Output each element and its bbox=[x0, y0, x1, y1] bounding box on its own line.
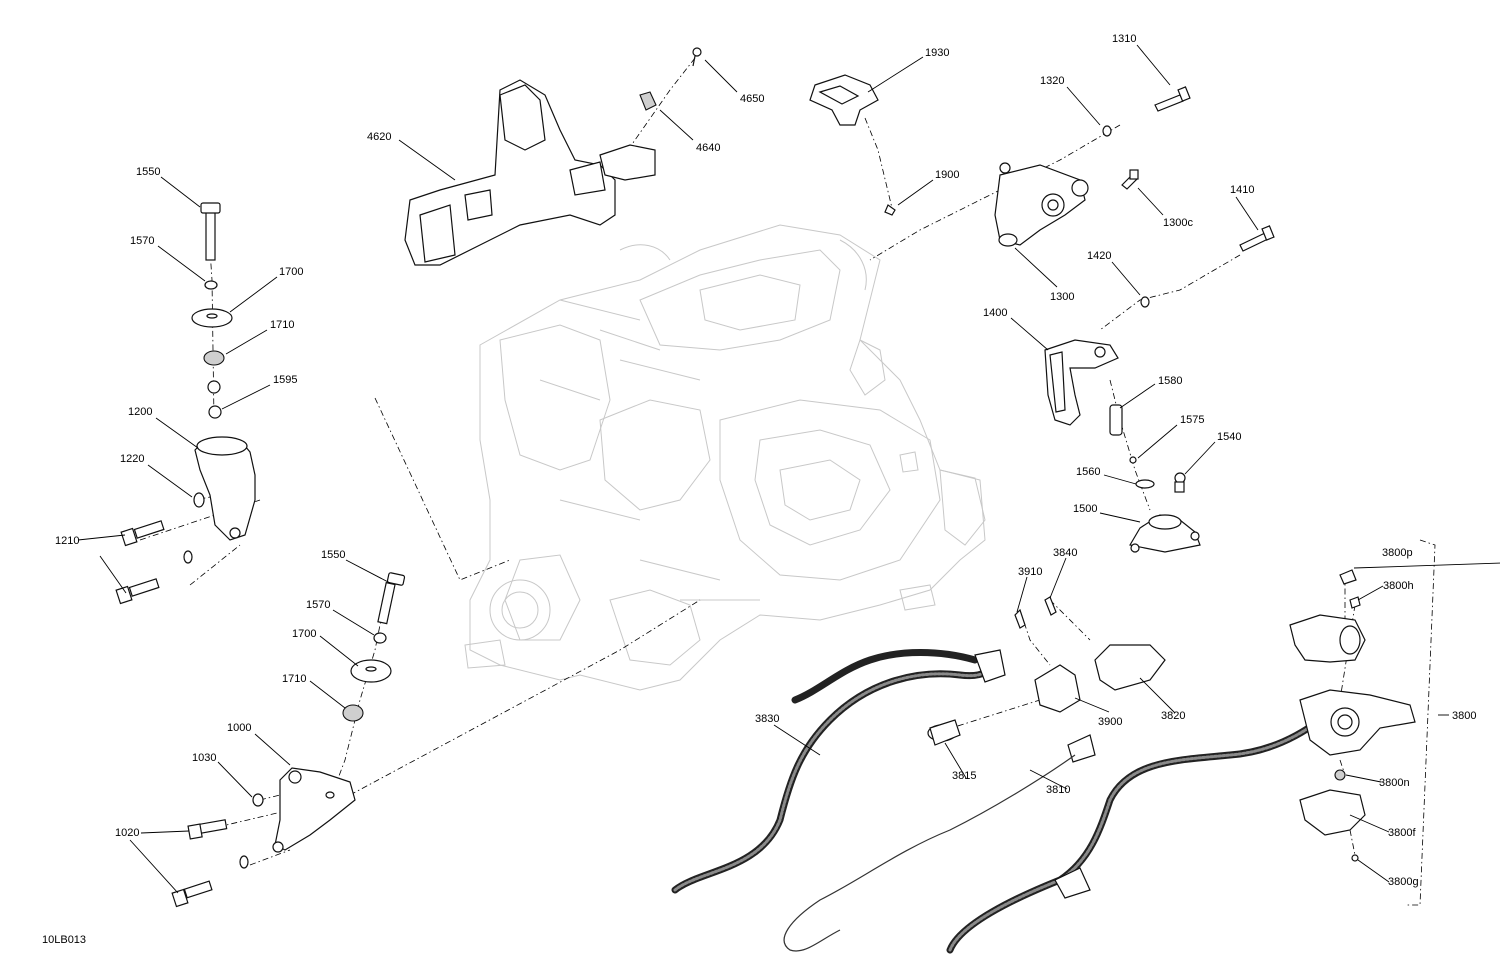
leader-lines bbox=[77, 44, 1500, 894]
callout-1400: 1400 bbox=[983, 307, 1007, 319]
figure-id-label: 10LB013 bbox=[42, 934, 87, 946]
harness-assembly bbox=[671, 569, 1416, 954]
callout-1210: 1210 bbox=[55, 535, 79, 547]
callout-3840: 3840 bbox=[1053, 547, 1077, 559]
callout-1410: 1410 bbox=[1230, 184, 1254, 196]
callout-1570-upper: 1570 bbox=[130, 235, 154, 247]
callout-3910: 3910 bbox=[1018, 566, 1042, 578]
callout-1595: 1595 bbox=[273, 374, 297, 386]
damper-1500 bbox=[1109, 404, 1201, 553]
callout-4620: 4620 bbox=[367, 131, 391, 143]
callout-1930: 1930 bbox=[925, 47, 949, 59]
lower-left-mount-stack bbox=[171, 572, 406, 908]
callout-labels: 4650 4640 4620 1930 1900 1310 1320 1300c… bbox=[55, 33, 1476, 888]
callout-1700-upper: 1700 bbox=[279, 266, 303, 278]
callout-3810: 3810 bbox=[1046, 784, 1070, 796]
callout-1300: 1300 bbox=[1050, 291, 1074, 303]
callout-1300c: 1300c bbox=[1163, 217, 1193, 229]
callout-1500: 1500 bbox=[1073, 503, 1097, 515]
engine-block-outline bbox=[464, 224, 986, 691]
callout-1710-upper: 1710 bbox=[270, 319, 294, 331]
callout-3800h: 3800h bbox=[1383, 580, 1414, 592]
callout-1560: 1560 bbox=[1076, 466, 1100, 478]
callout-1420: 1420 bbox=[1087, 250, 1111, 262]
callout-1550-upper: 1550 bbox=[136, 166, 160, 178]
callout-4650: 4650 bbox=[740, 93, 764, 105]
mount-1300 bbox=[994, 86, 1191, 247]
callout-1570-lower: 1570 bbox=[306, 599, 330, 611]
bracket-plate-1930 bbox=[809, 74, 896, 216]
callout-4640: 4640 bbox=[696, 142, 720, 154]
callout-1200: 1200 bbox=[128, 406, 152, 418]
callout-3800p: 3800p bbox=[1382, 547, 1413, 559]
callout-1540: 1540 bbox=[1217, 431, 1241, 443]
callout-1900: 1900 bbox=[935, 169, 959, 181]
callout-3820: 3820 bbox=[1161, 710, 1185, 722]
callout-3815: 3815 bbox=[952, 770, 976, 782]
callout-3830: 3830 bbox=[755, 713, 779, 725]
callout-1710-lower: 1710 bbox=[282, 673, 306, 685]
ecm-bracket-4620 bbox=[404, 47, 702, 266]
upper-left-mount-stack bbox=[115, 202, 256, 605]
callout-3800n: 3800n bbox=[1379, 777, 1410, 789]
callout-1700-lower: 1700 bbox=[292, 628, 316, 640]
callout-3800g: 3800g bbox=[1388, 876, 1419, 888]
callout-1575: 1575 bbox=[1180, 414, 1204, 426]
callout-1000: 1000 bbox=[227, 722, 251, 734]
callout-1580: 1580 bbox=[1158, 375, 1182, 387]
callout-3800f: 3800f bbox=[1388, 827, 1416, 839]
callout-1310: 1310 bbox=[1112, 33, 1136, 45]
callout-3900: 3900 bbox=[1098, 716, 1122, 728]
bracket-1400 bbox=[1044, 225, 1275, 426]
callout-1020: 1020 bbox=[115, 827, 139, 839]
callout-1550-lower: 1550 bbox=[321, 549, 345, 561]
callout-1220: 1220 bbox=[120, 453, 144, 465]
callout-1030: 1030 bbox=[192, 752, 216, 764]
callout-3800: 3800 bbox=[1452, 710, 1476, 722]
callout-1320: 1320 bbox=[1040, 75, 1064, 87]
